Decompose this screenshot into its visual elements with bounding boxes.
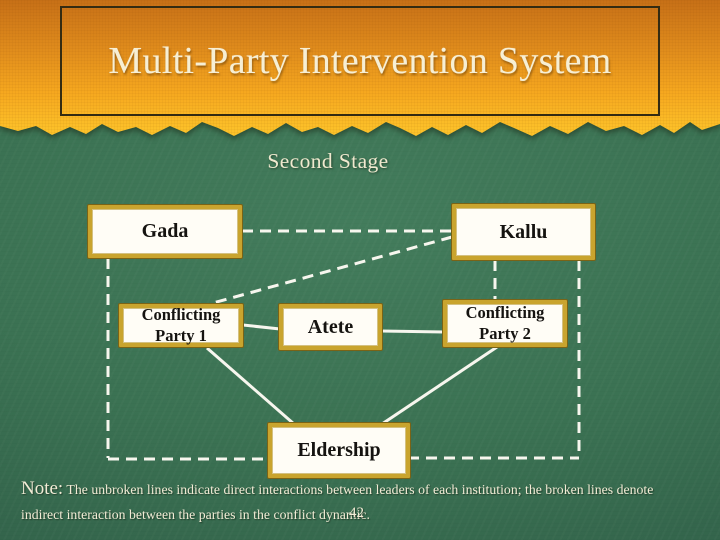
edge-kallu-conflicting-party-1 xyxy=(212,235,453,305)
node-label: Gada xyxy=(141,220,189,242)
edge-conflicting-party-1-eldership xyxy=(206,346,295,426)
title-box: Multi-Party Intervention System xyxy=(60,6,660,116)
header-band-wrap xyxy=(0,0,720,145)
edge-atete-conflicting-party-2 xyxy=(380,329,445,334)
node-gada: Gada xyxy=(88,205,242,258)
node-label: Eldership xyxy=(297,439,381,461)
edge-conflicting-party-2-eldership xyxy=(381,345,498,426)
node-label: Conflicting Party 1 xyxy=(141,305,221,345)
note: Note: The unbroken lines indicate direct… xyxy=(21,474,673,526)
slide-subtitle: Second Stage xyxy=(267,149,389,173)
node-label: Atete xyxy=(307,315,354,338)
header-band xyxy=(0,0,720,136)
node-conflicting-party-1: Conflicting Party 1 xyxy=(119,304,243,347)
note-label: Note: xyxy=(21,478,64,499)
node-eldership: Eldership xyxy=(268,423,410,478)
node-conflicting-party-2: Conflicting Party 2 xyxy=(443,300,567,347)
node-kallu: Kallu xyxy=(452,204,595,260)
edge-conflicting-party-1-atete xyxy=(242,323,281,331)
note-text: The unbroken lines indicate direct inter… xyxy=(21,482,654,523)
slide-title: Multi-Party Intervention System xyxy=(108,40,612,82)
node-label: Kallu xyxy=(499,220,548,243)
node-atete: Atete xyxy=(279,304,382,350)
node-label: Conflicting Party 2 xyxy=(465,303,545,343)
page-number: 42 xyxy=(349,505,364,521)
